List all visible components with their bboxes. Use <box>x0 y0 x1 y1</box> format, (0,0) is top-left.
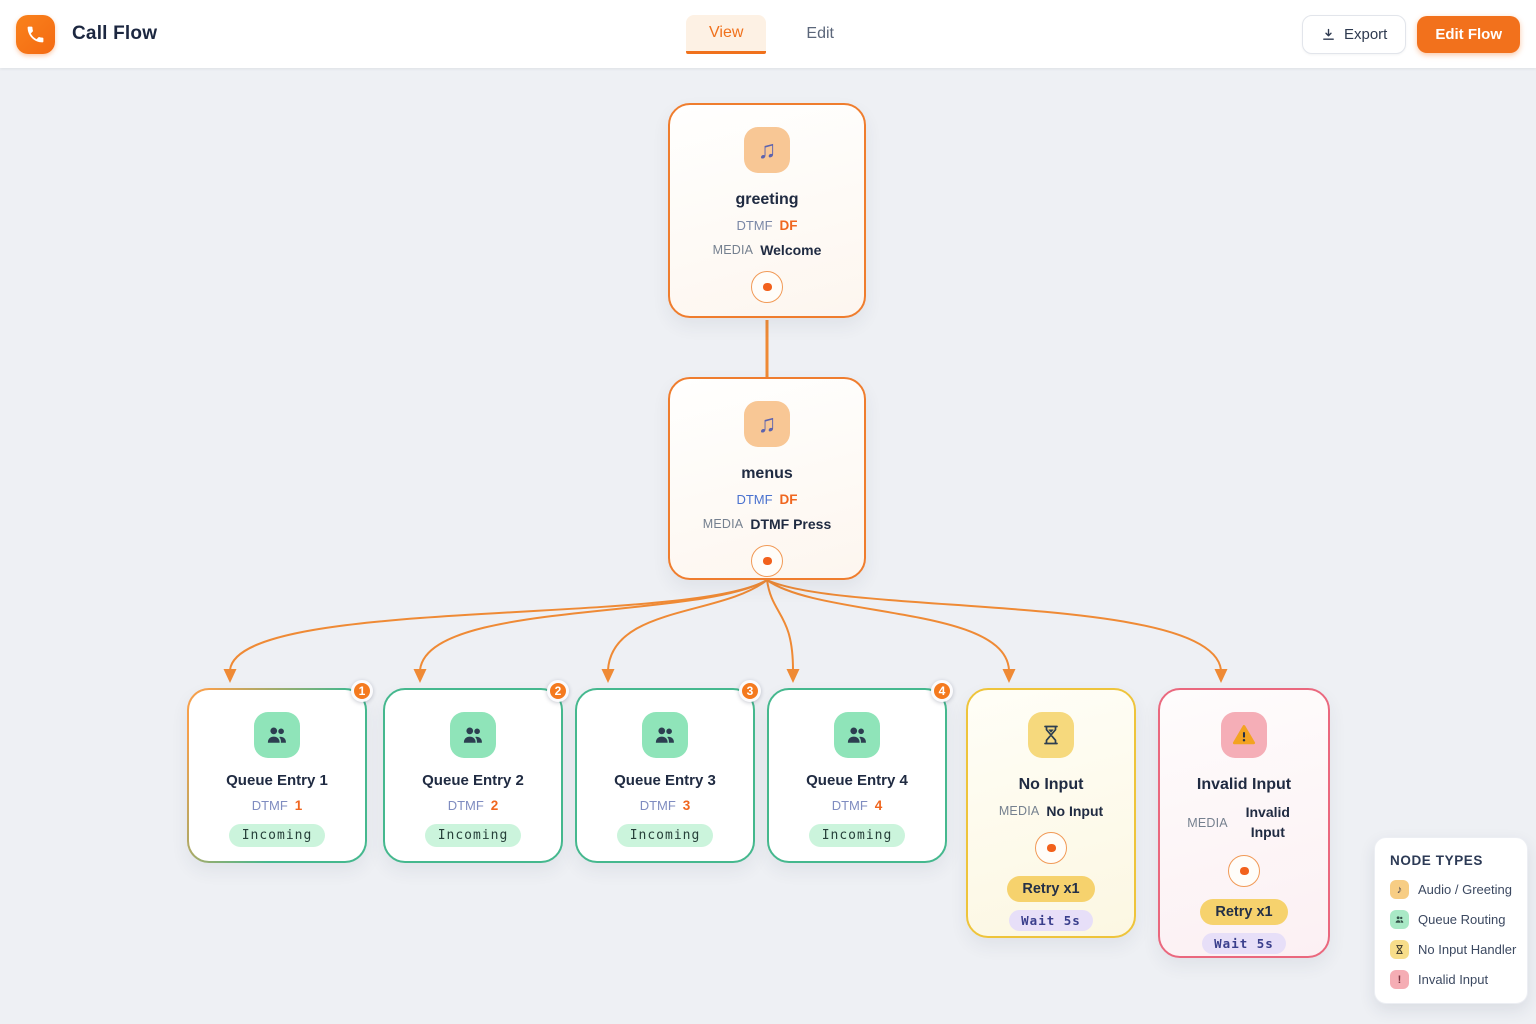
dtmf-label: DTMF <box>736 218 773 233</box>
incoming-badge: Incoming <box>424 824 522 847</box>
node-title: Queue Entry 3 <box>614 772 716 789</box>
wait-badge: Wait 5s <box>1009 910 1093 931</box>
warning-icon <box>1221 712 1267 758</box>
hourglass-icon <box>1028 712 1074 758</box>
legend-item-noinput: No Input Handler <box>1390 940 1516 959</box>
handle-dot-icon <box>762 283 772 291</box>
node-menus[interactable]: ♫ menus DTMF DF MEDIA DTMF Press <box>668 377 866 580</box>
flow-edges <box>223 320 1228 683</box>
node-title: menus <box>741 465 793 482</box>
connector-handle[interactable] <box>751 545 783 577</box>
view-edit-tabs: View Edit <box>686 0 850 68</box>
handle-dot-icon <box>762 557 772 565</box>
handle-dot-icon <box>1239 867 1249 876</box>
dtmf-number-badge: 3 <box>739 680 761 702</box>
people-icon <box>642 712 688 758</box>
media-label: MEDIA <box>712 243 754 257</box>
edit-flow-button[interactable]: Edit Flow <box>1417 15 1520 53</box>
node-greeting[interactable]: ♫ greeting DTMF DF MEDIA Welcome <box>668 103 866 318</box>
hourglass-icon <box>1390 940 1409 959</box>
node-title: Queue Entry 1 <box>226 772 328 789</box>
media-value: Welcome <box>760 242 822 258</box>
brand: Call Flow <box>16 14 158 54</box>
wait-badge: Wait 5s <box>1202 933 1286 955</box>
dtmf-value: 3 <box>682 798 691 813</box>
retry-badge: Retry x1 <box>1007 876 1095 902</box>
node-types-legend: NODE TYPES ♪ Audio / Greeting Queue Rout… <box>1374 837 1528 1004</box>
node-invalid-input[interactable]: Invalid Input MEDIA Invalid Input Retry … <box>1158 688 1330 958</box>
music-note-icon: ♫ <box>744 401 790 447</box>
legend-item-queue: Queue Routing <box>1390 910 1512 929</box>
people-icon <box>834 712 880 758</box>
music-note-icon: ♪ <box>1390 880 1409 899</box>
dtmf-label: DTMF <box>736 492 773 507</box>
incoming-badge: Incoming <box>616 824 714 847</box>
download-icon <box>1323 28 1334 40</box>
dtmf-value: 2 <box>490 798 499 813</box>
dtmf-value: 1 <box>294 798 303 813</box>
handle-dot-icon <box>1046 844 1056 852</box>
dtmf-label: DTMF <box>639 798 676 813</box>
connector-handle[interactable] <box>1228 855 1260 888</box>
node-title: Invalid Input <box>1196 776 1292 793</box>
dtmf-value: DF <box>779 218 798 233</box>
dtmf-label: DTMF <box>831 798 868 813</box>
media-label: MEDIA <box>702 517 744 531</box>
music-note-icon: ♫ <box>744 127 790 173</box>
node-title: No Input <box>1018 776 1084 793</box>
legend-item-audio: ♪ Audio / Greeting <box>1390 880 1512 899</box>
media-label: MEDIA <box>998 804 1040 818</box>
node-queue-entry-2[interactable]: 2 Queue Entry 2 DTMF 2 Incoming <box>383 680 569 863</box>
app-header: Call Flow View Edit Export Edit Flow <box>0 0 1536 68</box>
dtmf-label: DTMF <box>251 798 288 813</box>
flow-canvas[interactable]: ♫ greeting DTMF DF MEDIA Welcome ♫ menus… <box>0 68 1536 1024</box>
exclamation-icon: ! <box>1390 970 1409 989</box>
node-title: Queue Entry 2 <box>422 772 524 789</box>
dtmf-number-badge: 2 <box>547 680 569 702</box>
incoming-badge: Incoming <box>228 824 326 847</box>
node-no-input[interactable]: No Input MEDIA No Input Retry x1 Wait 5s <box>966 688 1136 938</box>
people-icon <box>1390 910 1409 929</box>
dtmf-number-badge: 1 <box>351 680 373 702</box>
node-queue-entry-3[interactable]: 3 Queue Entry 3 DTMF 3 Incoming <box>575 680 761 863</box>
dtmf-number-badge: 4 <box>931 680 953 702</box>
retry-badge: Retry x1 <box>1200 899 1288 926</box>
media-label: MEDIA <box>1187 815 1228 830</box>
connector-handle[interactable] <box>1035 832 1067 864</box>
tab-edit[interactable]: Edit <box>806 25 834 42</box>
connector-handle[interactable] <box>751 271 783 303</box>
dtmf-value: DF <box>779 492 798 507</box>
phone-logo-icon <box>16 14 55 54</box>
legend-title: NODE TYPES <box>1390 853 1484 868</box>
node-title: Queue Entry 4 <box>806 772 908 789</box>
media-value: No Input <box>1046 803 1104 819</box>
export-button[interactable]: Export <box>1301 14 1407 54</box>
dtmf-value: 4 <box>874 798 883 813</box>
people-icon <box>450 712 496 758</box>
tab-view[interactable]: View <box>686 14 767 54</box>
header-actions: Export Edit Flow <box>1301 14 1520 54</box>
media-value: Invalid Input <box>1245 804 1290 840</box>
node-title: greeting <box>735 191 799 208</box>
node-queue-entry-4[interactable]: 4 Queue Entry 4 DTMF 4 Incoming <box>767 680 953 863</box>
media-value: DTMF Press <box>750 516 832 532</box>
page-title: Call Flow <box>72 23 158 44</box>
node-queue-entry-1[interactable]: 1 Queue Entry 1 DTMF 1 Incoming <box>187 680 373 863</box>
legend-item-invalid: ! Invalid Input <box>1390 970 1512 989</box>
export-button-label: Export <box>1343 25 1388 43</box>
dtmf-label: DTMF <box>447 798 484 813</box>
incoming-badge: Incoming <box>808 824 906 847</box>
people-icon <box>254 712 300 758</box>
